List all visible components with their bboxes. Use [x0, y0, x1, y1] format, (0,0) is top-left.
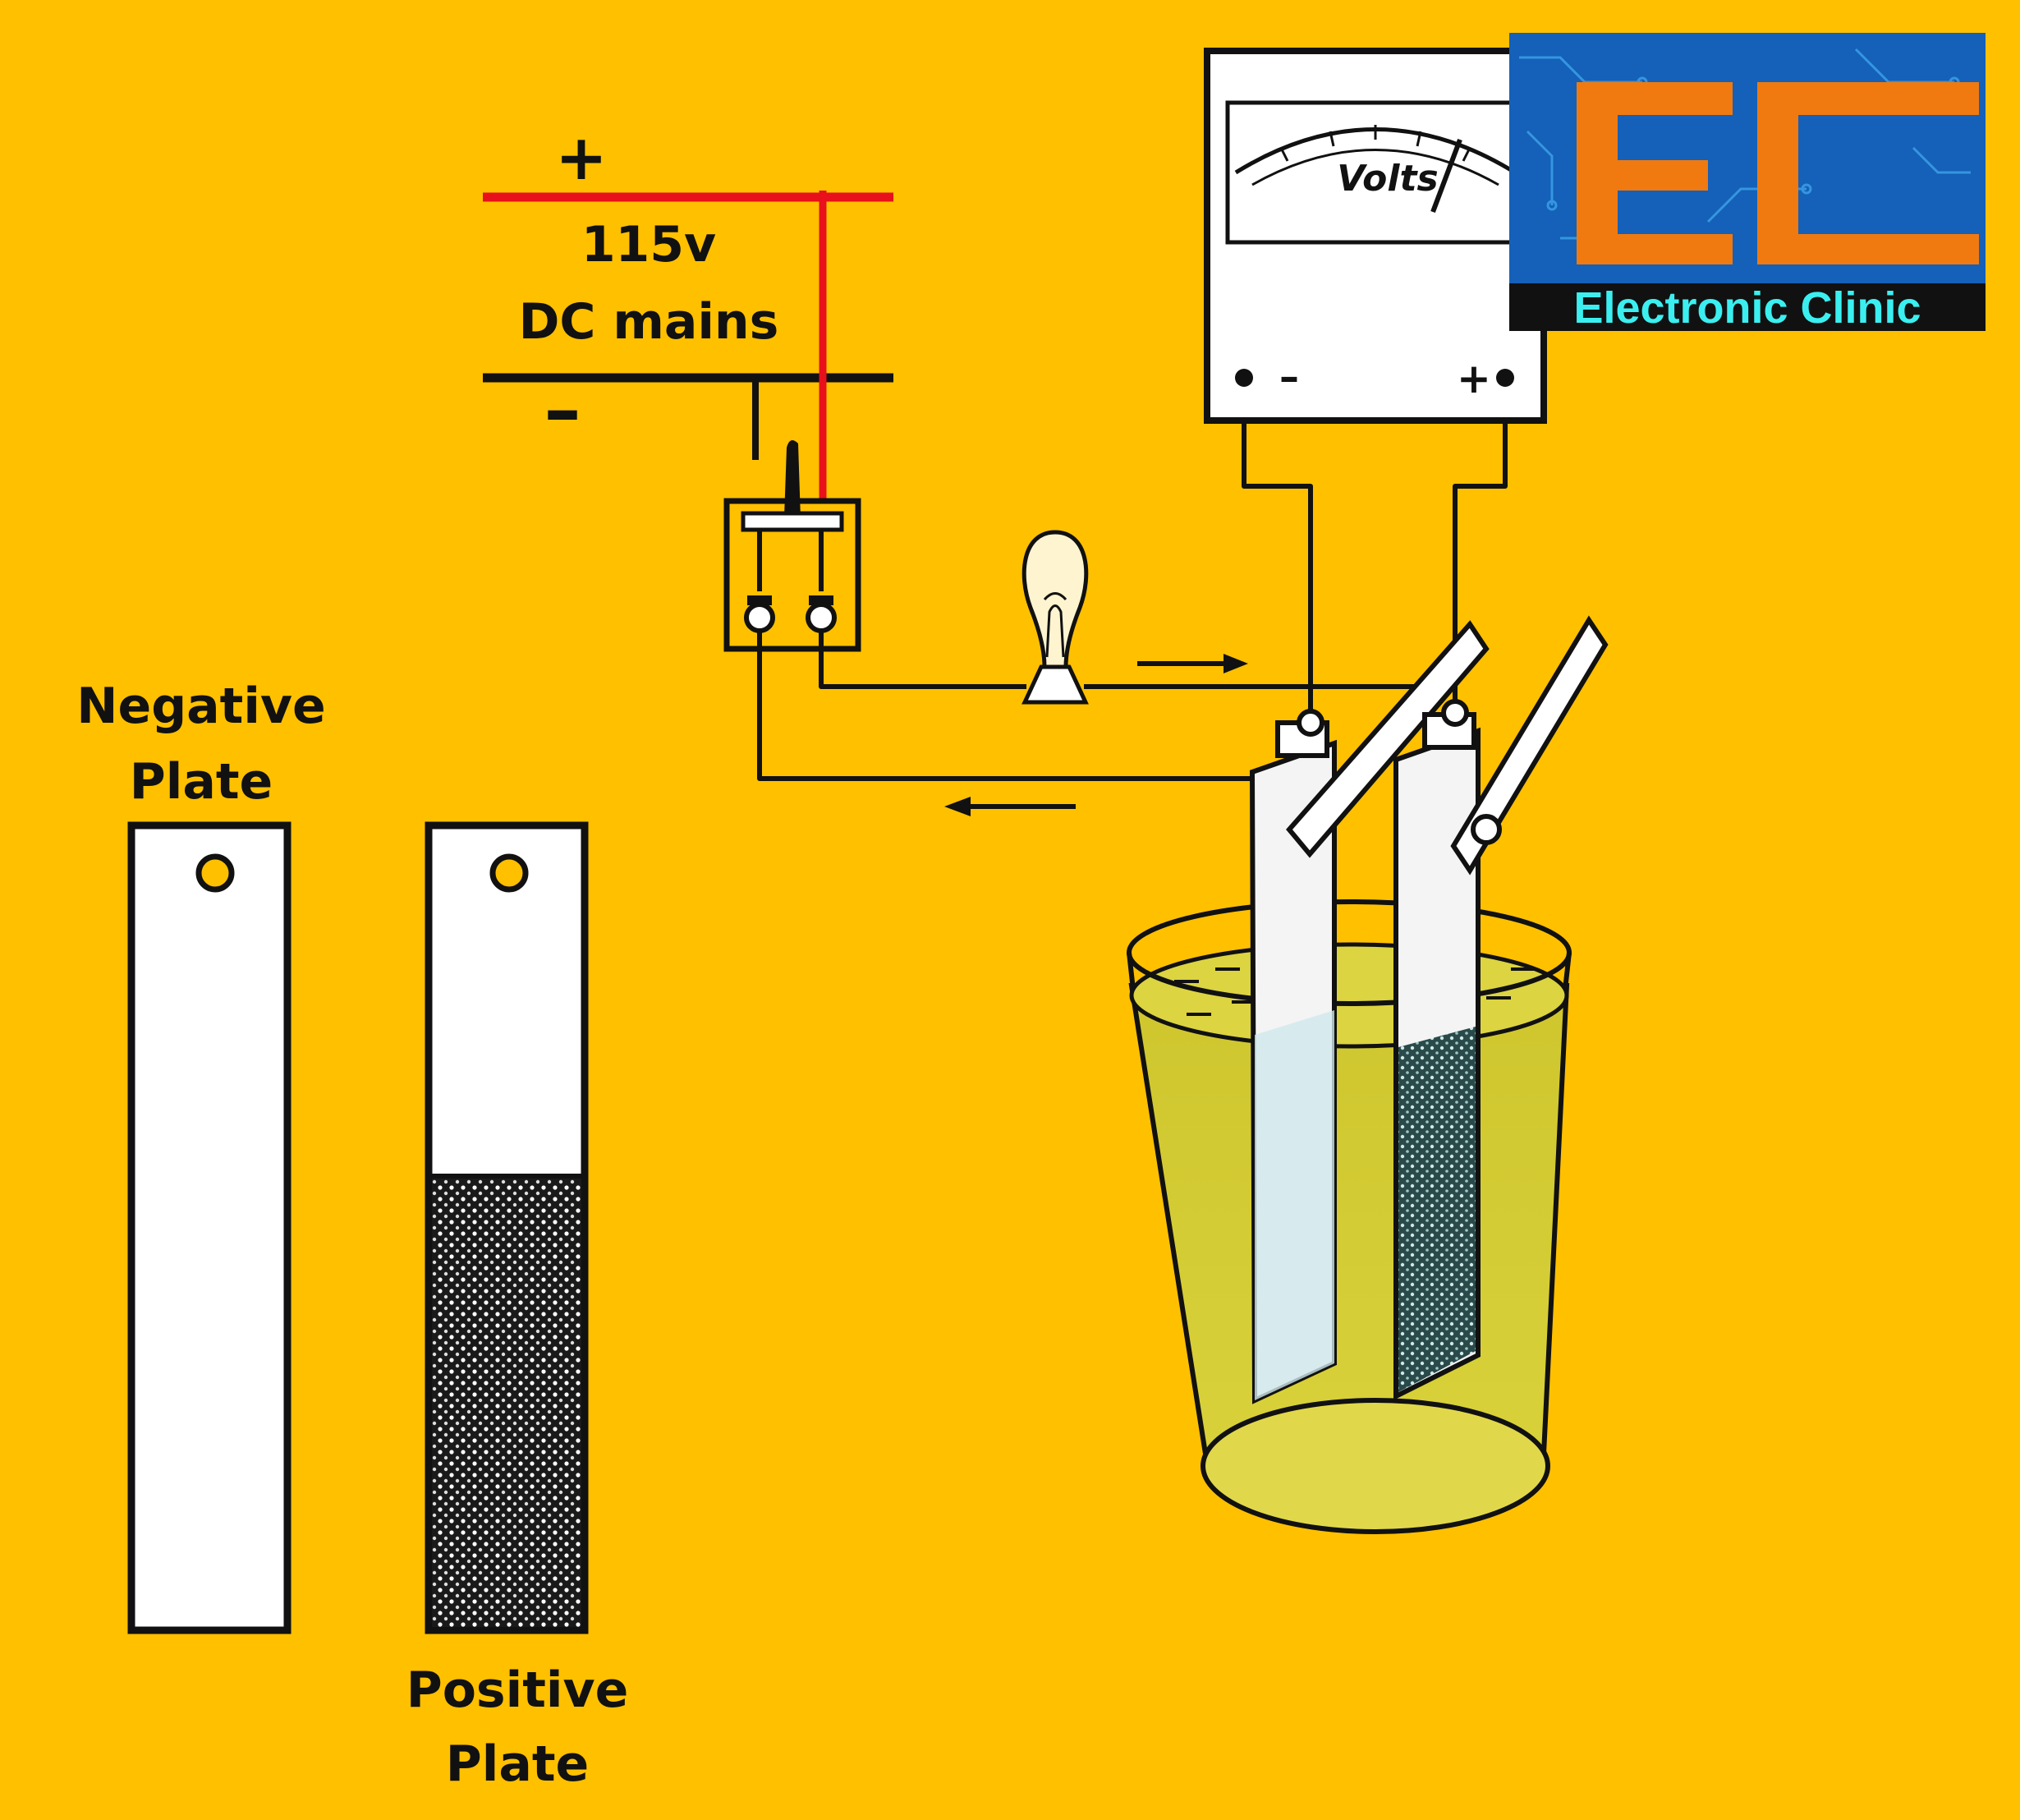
voltmeter-neg-label: – [1279, 354, 1299, 400]
beaker-bottom [1201, 1398, 1550, 1534]
logo-name: Electronic Clinic [1573, 283, 1921, 333]
negative-plate-hole [195, 853, 235, 893]
switch-blade [741, 511, 844, 532]
switch-terminal-left [744, 602, 775, 633]
positive-plate-label-line1: Positive [406, 1661, 629, 1719]
negative-plate-illustration: Negative Plate [76, 678, 326, 1634]
logo-name-strip [1509, 283, 1986, 331]
voltmeter-neg-terminal [1235, 369, 1253, 387]
voltmeter-pos-terminal [1496, 369, 1514, 387]
dc-mains-supply: + 115v DC mains – [483, 121, 893, 453]
electrolyte-surface [1129, 942, 1569, 1049]
logo-monogram-e [1577, 82, 1733, 264]
negative-plate-label-line1: Negative [76, 678, 325, 735]
knife-switch[interactable] [723, 440, 861, 652]
positive-plate-illustration: Positive Plate [406, 821, 629, 1793]
circuit-wires [757, 378, 1508, 781]
lamp-icon [1021, 530, 1089, 705]
positive-sign: + [555, 121, 608, 194]
voltmeter-needle [1430, 138, 1462, 214]
supply-voltage-label: 115v [581, 216, 716, 273]
supply-name-label: DC mains [519, 293, 779, 351]
voltmeter-neg-lead [1242, 378, 1313, 723]
logo-monogram-c [1757, 82, 1979, 264]
current-direction-arrows [944, 654, 1248, 816]
voltmeter-dial-label: Volts [1337, 158, 1438, 200]
negative-sign: – [544, 367, 581, 453]
negative-plate [127, 821, 292, 1634]
voltmeter-pos-label: + [1457, 355, 1491, 402]
plate-clamps [1275, 615, 1609, 876]
wire-return-from-negative-plate [757, 632, 1265, 781]
switch-handle [784, 440, 801, 519]
switch-terminal-right [806, 602, 837, 633]
positive-plate-label-line2: Plate [446, 1735, 589, 1793]
arrow-right-icon [1137, 654, 1248, 673]
positive-plate-coating [432, 1176, 581, 1627]
wire-to-lamp [819, 632, 1026, 689]
arrow-left-icon [944, 797, 1076, 816]
negative-plate-label-line2: Plate [130, 753, 273, 811]
positive-plate-hole [489, 853, 529, 893]
supply-wires [752, 191, 827, 503]
electrolytic-cell [1127, 615, 1609, 1534]
voltmeter: Volts – + [1204, 48, 1547, 424]
electronic-clinic-logo: Electronic Clinic [1509, 33, 1986, 333]
voltmeter-pos-lead [1453, 378, 1508, 706]
